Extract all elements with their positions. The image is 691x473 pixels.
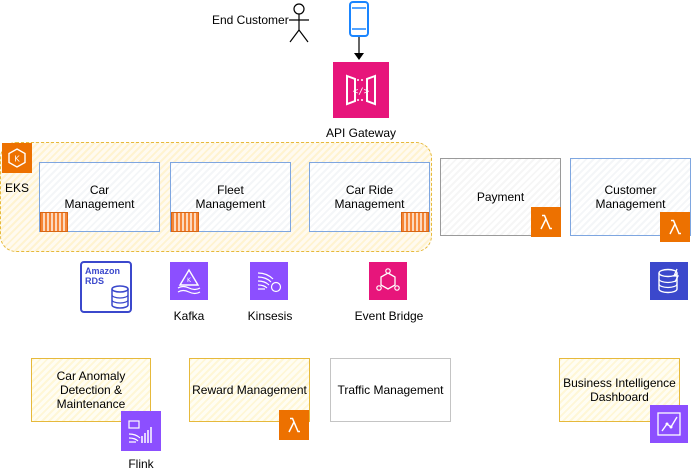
svg-text:</>: </> [353, 87, 370, 97]
lambda-icon [279, 410, 309, 440]
lambda-icon [660, 212, 690, 242]
lambda-icon [531, 207, 561, 237]
quicksight-icon [650, 405, 688, 443]
kafka-icon: K [170, 262, 208, 300]
rds-icon: Amazon RDS [80, 261, 132, 313]
svg-text:K: K [187, 277, 192, 284]
traffic-management-service[interactable]: Traffic Management [330, 358, 451, 422]
container-icon [401, 212, 429, 232]
eks-icon: K [2, 143, 32, 173]
car-ride-management-service[interactable]: Car Ride Management [309, 162, 430, 232]
end-customer-label: End Customer [212, 13, 289, 27]
rds-label: Amazon RDS [85, 266, 121, 286]
flink-label: Flink [128, 457, 154, 471]
event-bridge-label: Event Bridge [354, 309, 424, 323]
container-icon [171, 212, 199, 232]
kinesis-label: Kinsesis [247, 309, 293, 323]
stick-figure-icon [289, 3, 309, 43]
api-gateway-icon: </> [333, 62, 389, 118]
eventbridge-icon [369, 262, 407, 300]
eks-label: EKS [5, 181, 30, 195]
kafka-label: Kafka [173, 309, 205, 323]
mobile-phone-icon [349, 1, 369, 37]
car-anomaly-detection-service[interactable]: Car Anomaly Detection & Maintenance [31, 358, 151, 422]
dynamodb-icon [650, 262, 688, 300]
svg-text:K: K [14, 155, 20, 164]
kinesis-analytics-icon [121, 411, 161, 451]
kinesis-icon [250, 262, 288, 300]
container-icon [40, 212, 68, 232]
arrow-phone-to-api [354, 37, 364, 60]
api-gateway-label: API Gateway [325, 126, 397, 140]
